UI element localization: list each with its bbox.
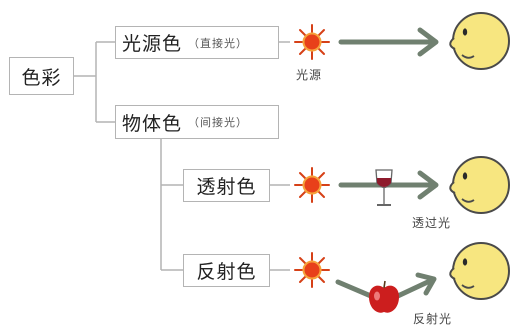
reflected-light-caption: 反射光	[413, 312, 453, 326]
sun-icon	[294, 24, 330, 60]
eye-face-icon	[449, 156, 510, 214]
tree-connectors	[74, 41, 290, 271]
indirect-light-note: （间接光）	[188, 116, 249, 129]
node-reflected-color: 反射色	[183, 254, 270, 287]
eye-face-icon	[449, 12, 510, 70]
transmitted-color-label: 透射色	[196, 176, 257, 198]
object-color-label: 物体色	[122, 112, 183, 135]
node-transmitted-color: 透射色	[183, 169, 270, 202]
light-source-color-label: 光源色	[122, 33, 183, 55]
wine-glass-icon	[375, 169, 393, 206]
sun-icon	[294, 167, 330, 203]
arrow-direct-light	[338, 27, 439, 57]
sun-icon	[294, 252, 330, 288]
node-light-source-color: 光源色 （直接光）	[115, 26, 279, 59]
root-node-color: 色彩	[9, 57, 74, 95]
eye-face-icon	[449, 242, 510, 300]
transmitted-light-caption: 透过光	[412, 216, 452, 230]
root-label: 色彩	[21, 66, 62, 89]
direct-light-note: （直接光）	[188, 36, 249, 50]
node-object-color: 物体色 （间接光）	[115, 105, 279, 139]
light-source-caption: 光源	[296, 68, 323, 82]
apple-icon	[369, 280, 399, 313]
reflected-color-label: 反射色	[196, 261, 257, 283]
